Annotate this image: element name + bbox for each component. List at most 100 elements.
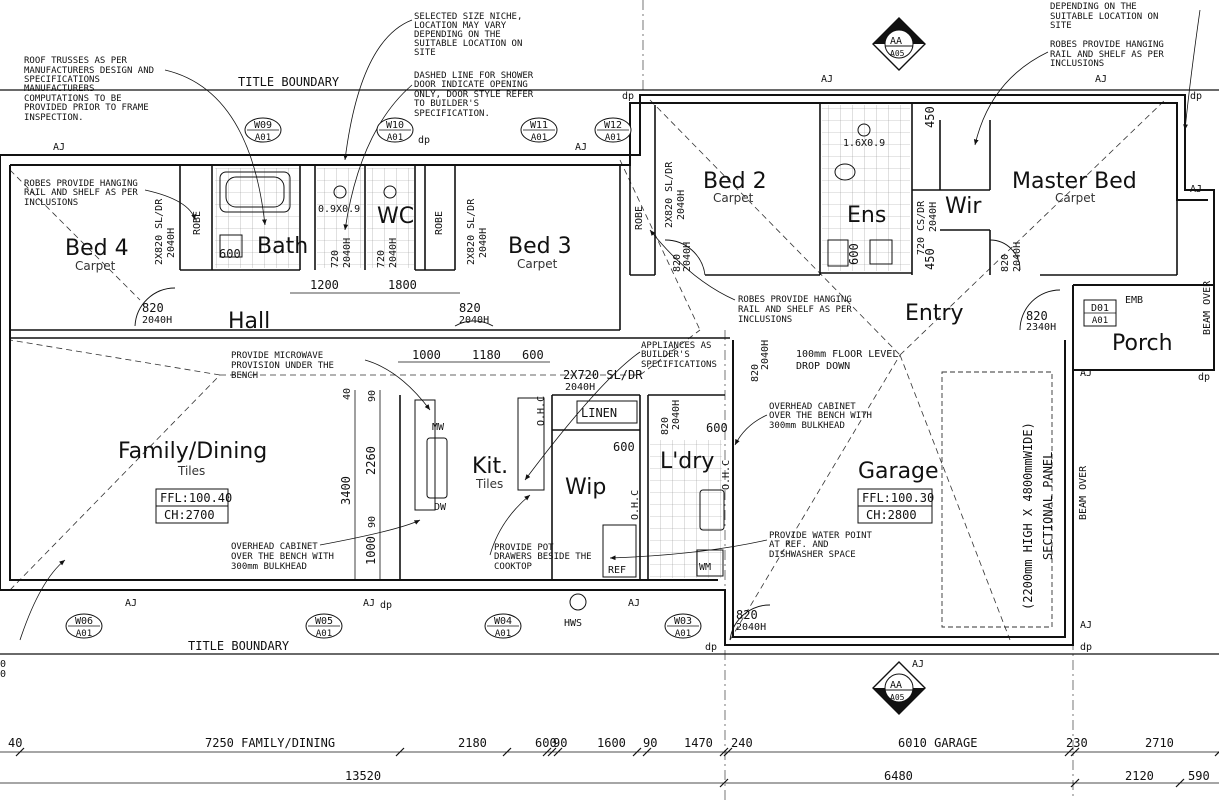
svg-text:2040H: 2040H xyxy=(682,242,693,272)
leader-lines xyxy=(19,9,1201,641)
svg-text:820: 820 xyxy=(459,301,481,315)
svg-text:820: 820 xyxy=(672,254,683,272)
svg-text:APPLIANCES AS: APPLIANCES AS xyxy=(641,341,711,351)
svg-text:40: 40 xyxy=(342,388,353,400)
dim-row1-label: 40 xyxy=(8,736,22,750)
dim-tick xyxy=(502,747,512,757)
window-tag-ref: A01 xyxy=(675,629,691,639)
svg-text:RAIL AND SHELF AS PER: RAIL AND SHELF AS PER xyxy=(1050,50,1164,60)
svg-text:820: 820 xyxy=(142,301,164,315)
dim-tick xyxy=(547,747,557,757)
window-tags: W09A01W10A01W11A01W12A01W06A01W05A01W04A… xyxy=(65,117,1117,639)
window-tag-ref: A01 xyxy=(531,133,547,143)
room-master: Master Bed xyxy=(1012,169,1137,194)
room-ldry: L'dry xyxy=(660,449,714,474)
dim-row1-label: 7250 FAMILY/DINING xyxy=(205,736,335,750)
dim-row2-label: 6480 xyxy=(884,769,913,783)
dim-row1-label: 2180 xyxy=(458,736,487,750)
window-tag-id: W11 xyxy=(530,120,548,131)
room-bed4: Bed 4 xyxy=(65,236,129,261)
window-tag-id: W05 xyxy=(315,616,333,627)
room-bed4-finish: Carpet xyxy=(75,259,116,273)
svg-text:TO BUILDER'S: TO BUILDER'S xyxy=(414,99,479,109)
room-master-finish: Carpet xyxy=(1055,191,1096,205)
dim-tick xyxy=(719,778,729,788)
svg-text:DISHWASHER SPACE: DISHWASHER SPACE xyxy=(769,550,856,560)
svg-text:2040H: 2040H xyxy=(760,340,771,370)
svg-text:dp: dp xyxy=(705,642,717,653)
svg-text:ROOF TRUSSES AS PER: ROOF TRUSSES AS PER xyxy=(24,56,128,66)
svg-text:BENCH: BENCH xyxy=(231,371,258,381)
dim-tick xyxy=(15,747,25,757)
room-bed3-finish: Carpet xyxy=(517,257,558,271)
window-tag-id: W12 xyxy=(604,120,622,131)
svg-text:DW: DW xyxy=(434,502,447,513)
svg-text:ROBE: ROBE xyxy=(634,206,645,230)
cut-label-b: 0 xyxy=(0,669,6,680)
beam-over-garage: BEAM OVER xyxy=(1078,465,1089,520)
svg-text:300mm BULKHEAD: 300mm BULKHEAD xyxy=(231,562,307,572)
window-tag-id: W10 xyxy=(386,120,404,131)
svg-text:SUITABLE LOCATION ON: SUITABLE LOCATION ON xyxy=(1050,12,1158,22)
dim-tick xyxy=(395,747,405,757)
garage-door: (2200mm HIGH X 4800mmWIDE) SECTIONAL PAN… xyxy=(941,280,1213,628)
window-tag-ref: A01 xyxy=(387,133,403,143)
svg-text:COMPUTATIONS TO BE: COMPUTATIONS TO BE xyxy=(24,94,122,104)
note-trusses: ROOF TRUSSES AS PER MANUFACTURERS DESIGN… xyxy=(24,56,154,123)
svg-text:450: 450 xyxy=(923,248,937,270)
note-pot-drawers: PROVIDE POT DRAWERS BESIDE THE COOKTOP xyxy=(494,543,592,572)
dim-row1-label: 1600 xyxy=(597,736,626,750)
sectional-panel-size: (2200mm HIGH X 4800mmWIDE) xyxy=(1021,422,1035,610)
svg-text:820: 820 xyxy=(1000,254,1011,272)
svg-text:PROVIDED PRIOR TO FRAME: PROVIDED PRIOR TO FRAME xyxy=(24,103,149,113)
window-tag-id: W04 xyxy=(494,616,512,627)
svg-text:AJ: AJ xyxy=(363,598,375,609)
title-boundary-bottom: TITLE BOUNDARY xyxy=(188,639,290,653)
svg-text:2340H: 2340H xyxy=(1026,322,1056,333)
svg-text:ROBES PROVIDE HANGING: ROBES PROVIDE HANGING xyxy=(24,179,138,189)
svg-text:90: 90 xyxy=(367,390,378,402)
svg-text:2X820 SL/DR: 2X820 SL/DR xyxy=(664,161,675,228)
svg-text:820: 820 xyxy=(660,417,671,435)
cut-label-a: 0 xyxy=(0,659,6,670)
note-robes-bed4: ROBES PROVIDE HANGING RAIL AND SHELF AS … xyxy=(24,179,138,208)
svg-text:O.H.C: O.H.C xyxy=(536,396,547,426)
svg-text:AJ: AJ xyxy=(1190,184,1202,195)
svg-text:dp: dp xyxy=(1080,642,1092,653)
svg-text:AT REF. AND: AT REF. AND xyxy=(769,540,829,550)
note-microwave: PROVIDE MICROWAVE PROVISION UNDER THE BE… xyxy=(231,351,334,381)
beam-over-porch: BEAM OVER xyxy=(1202,280,1213,335)
dim-tick xyxy=(542,747,552,757)
svg-text:INCLUSIONS: INCLUSIONS xyxy=(1050,59,1104,69)
svg-text:RAIL AND SHELF AS PER: RAIL AND SHELF AS PER xyxy=(738,305,852,315)
svg-text:720: 720 xyxy=(330,250,341,268)
svg-text:2040H: 2040H xyxy=(388,238,399,268)
svg-text:2040H: 2040H xyxy=(1012,242,1023,272)
svg-text:O.H.C: O.H.C xyxy=(630,490,641,520)
svg-text:2X720 SL/DR: 2X720 SL/DR xyxy=(563,368,643,382)
room-family-finish: Tiles xyxy=(177,464,205,478)
garage-ch: CH:2800 xyxy=(866,508,917,522)
dim-tick xyxy=(1175,778,1185,788)
svg-text:REF: REF xyxy=(608,565,626,576)
note-floor-drop: 100mm FLOOR LEVEL DROP DOWN xyxy=(796,349,898,372)
svg-text:2X820 SL/DR: 2X820 SL/DR xyxy=(466,198,477,265)
svg-text:ROBES PROVIDE HANGING: ROBES PROVIDE HANGING xyxy=(1050,40,1164,50)
svg-text:1000: 1000 xyxy=(364,536,378,565)
dim-row1-label: 90 xyxy=(553,736,567,750)
svg-text:AJ: AJ xyxy=(1095,74,1107,85)
svg-text:ROBE: ROBE xyxy=(434,211,445,235)
svg-text:1200: 1200 xyxy=(310,278,339,292)
svg-text:OVER THE BENCH WITH: OVER THE BENCH WITH xyxy=(231,552,334,562)
svg-text:AJ: AJ xyxy=(628,598,640,609)
svg-text:1800: 1800 xyxy=(388,278,417,292)
svg-text:2040H: 2040H xyxy=(166,228,177,258)
svg-text:DASHED LINE FOR SHOWER: DASHED LINE FOR SHOWER xyxy=(414,71,534,81)
svg-text:2040H: 2040H xyxy=(736,622,766,633)
svg-text:600: 600 xyxy=(522,348,544,362)
